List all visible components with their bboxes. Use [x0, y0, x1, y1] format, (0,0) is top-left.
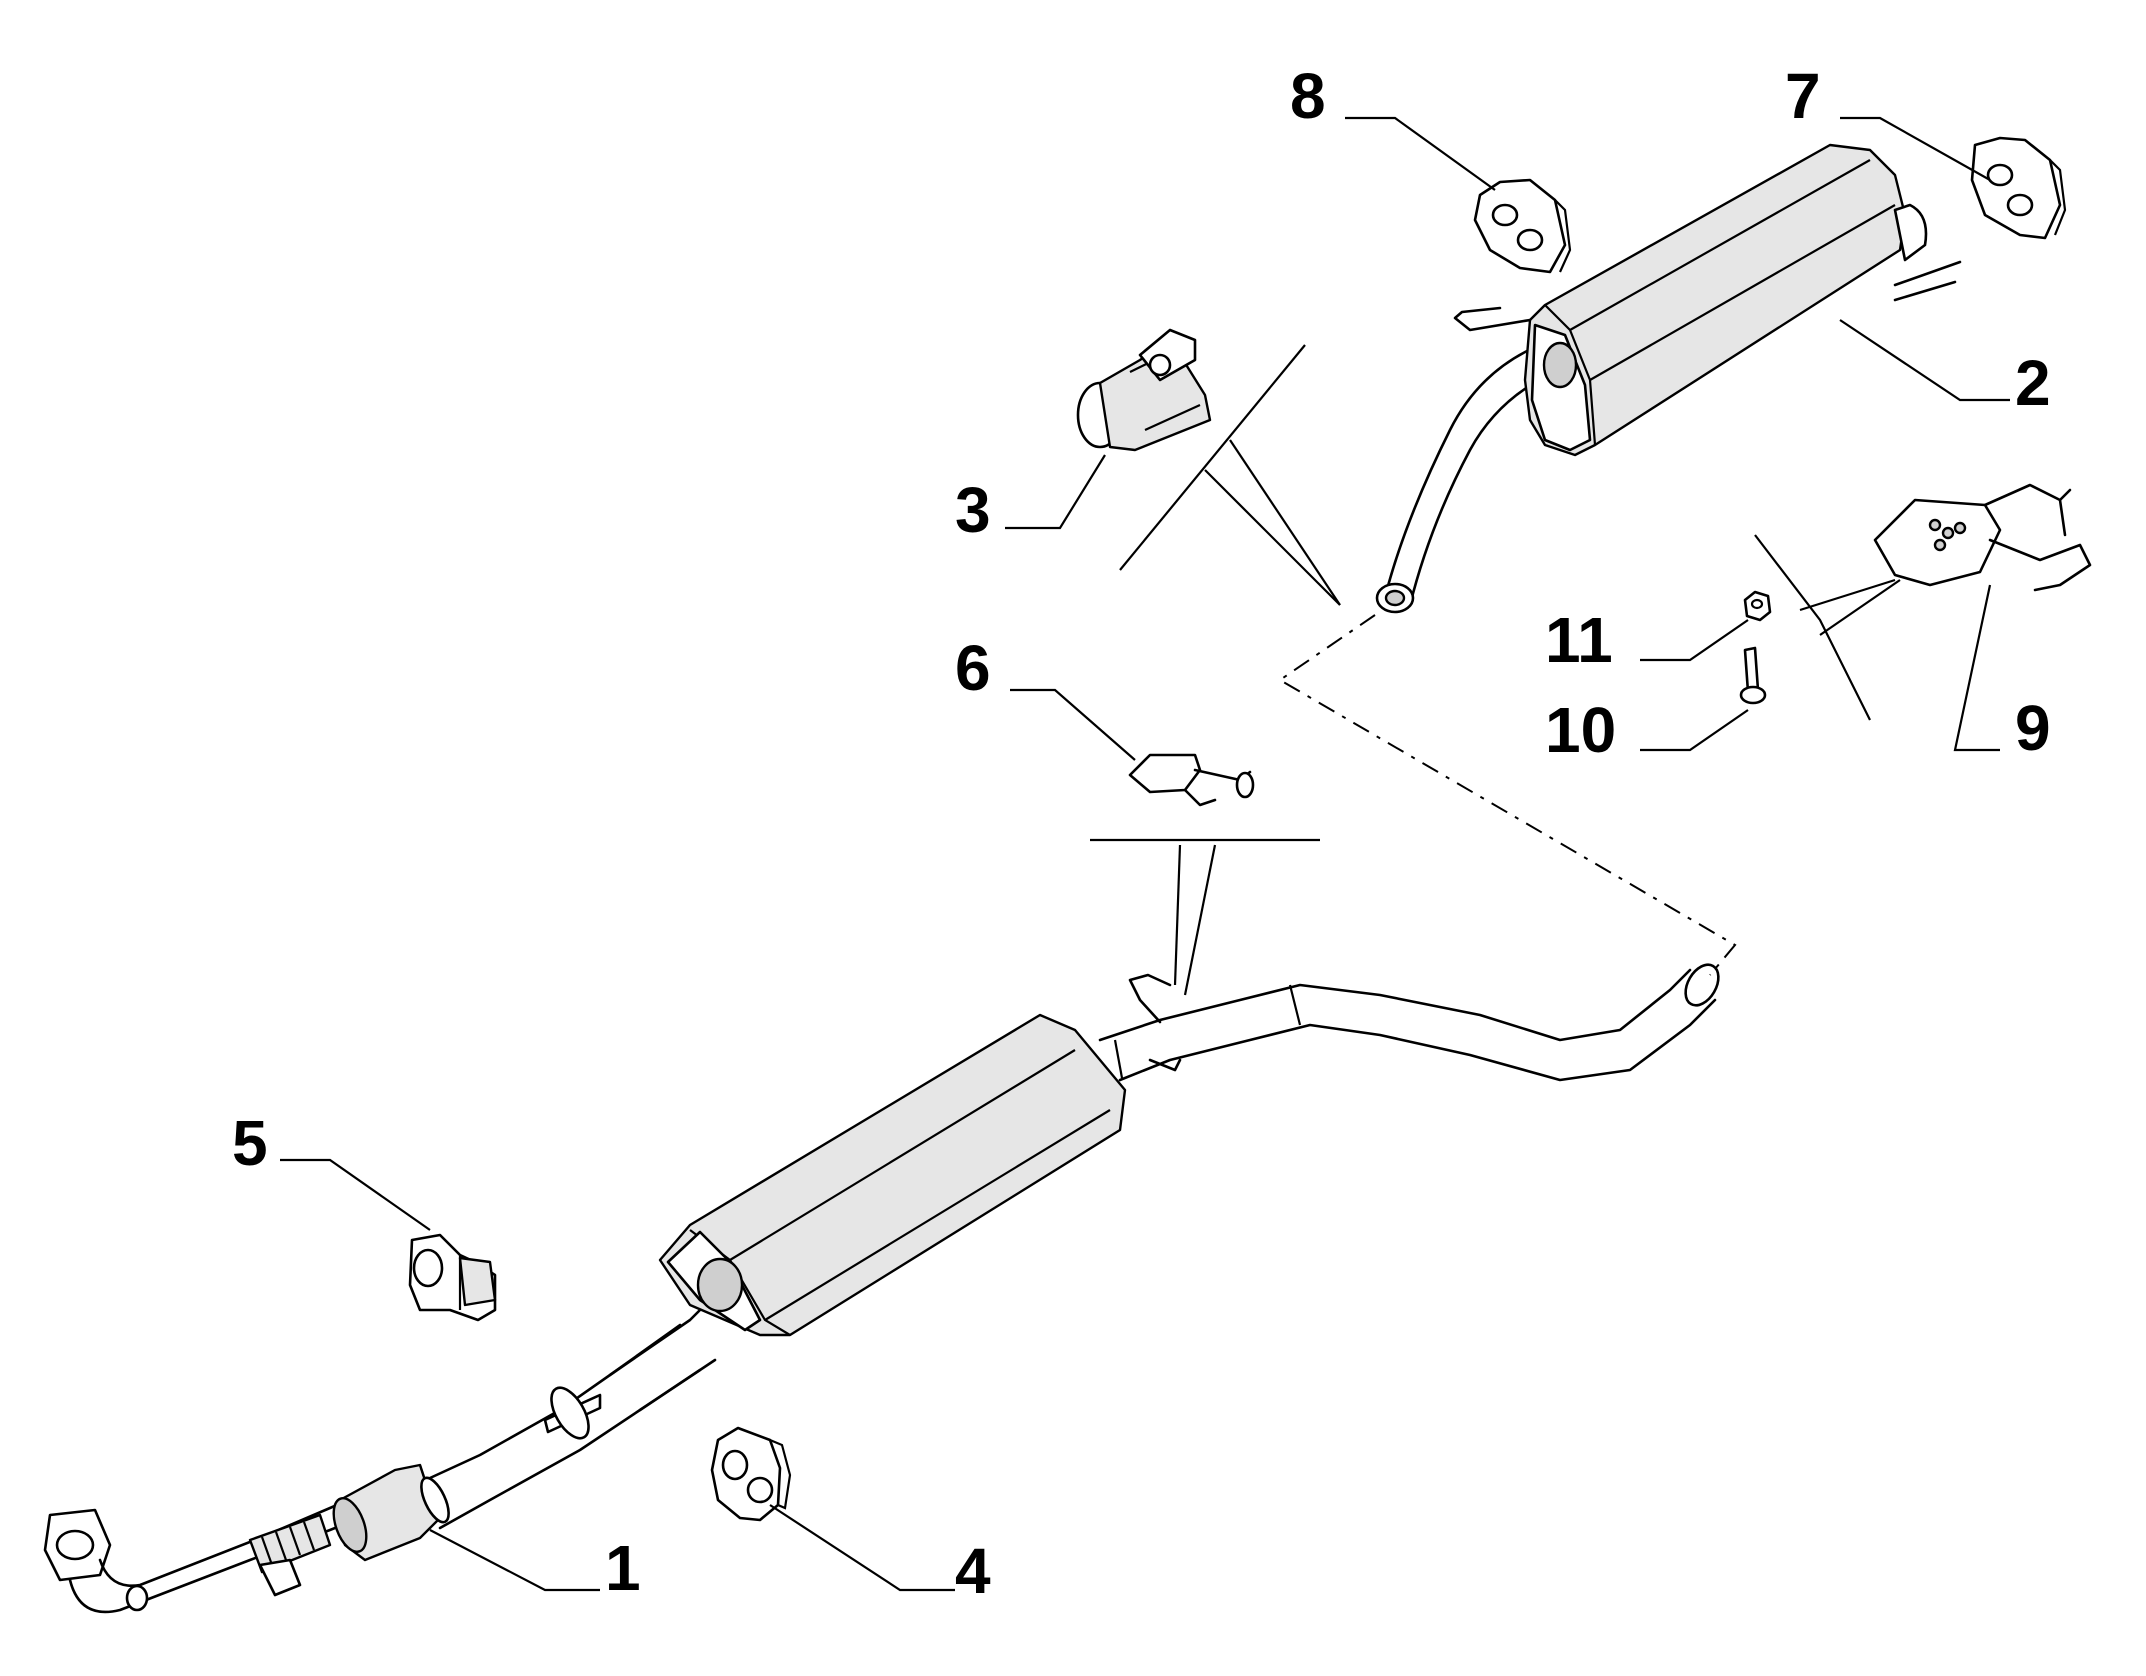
callout-11: 11: [1545, 604, 1613, 676]
callout-9: 9: [2015, 692, 2051, 764]
part-10-bolt[interactable]: [1739, 646, 1767, 705]
assembly-reference-lines: [1090, 344, 1901, 996]
leader-line-4: [769, 1504, 955, 1592]
callout-3: 3: [955, 474, 991, 546]
leader-line-3: [1005, 454, 1106, 530]
part-11-nut[interactable]: [1743, 590, 1772, 622]
part-9-bracket[interactable]: [1873, 483, 2092, 592]
part-7-rubber-mounting[interactable]: [1970, 136, 2067, 240]
callout-6: 6: [955, 632, 991, 704]
callout-7: 7: [1785, 60, 1821, 132]
callout-5: 5: [232, 1107, 268, 1179]
leader-line-1: [429, 1529, 600, 1592]
part-2-rear-silencer[interactable]: [1375, 143, 1962, 614]
leader-line-10: [1640, 709, 1749, 752]
part-1-front-exhaust-assembly[interactable]: [43, 959, 1725, 1614]
leader-line-2: [1839, 319, 2010, 402]
leader-line-6: [1010, 688, 1136, 761]
callout-1: 1: [605, 1532, 641, 1604]
callout-10: 10: [1545, 694, 1616, 766]
part-8-rubber-mounting[interactable]: [1473, 178, 1572, 274]
callout-4: 4: [955, 1535, 991, 1607]
leader-line-9: [1953, 584, 2000, 752]
callout-2: 2: [2015, 347, 2051, 419]
callout-8: 8: [1290, 60, 1326, 132]
leader-line-11: [1640, 619, 1749, 662]
part-4-rubber-mounting[interactable]: [710, 1426, 792, 1522]
leader-line-7: [1840, 116, 1991, 181]
part-6-bracket[interactable]: [1128, 753, 1255, 807]
part-3-clamp[interactable]: [1076, 328, 1212, 452]
leader-line-5: [280, 1158, 431, 1231]
part-5-bush[interactable]: [408, 1233, 497, 1322]
leader-line-8: [1345, 116, 1496, 191]
